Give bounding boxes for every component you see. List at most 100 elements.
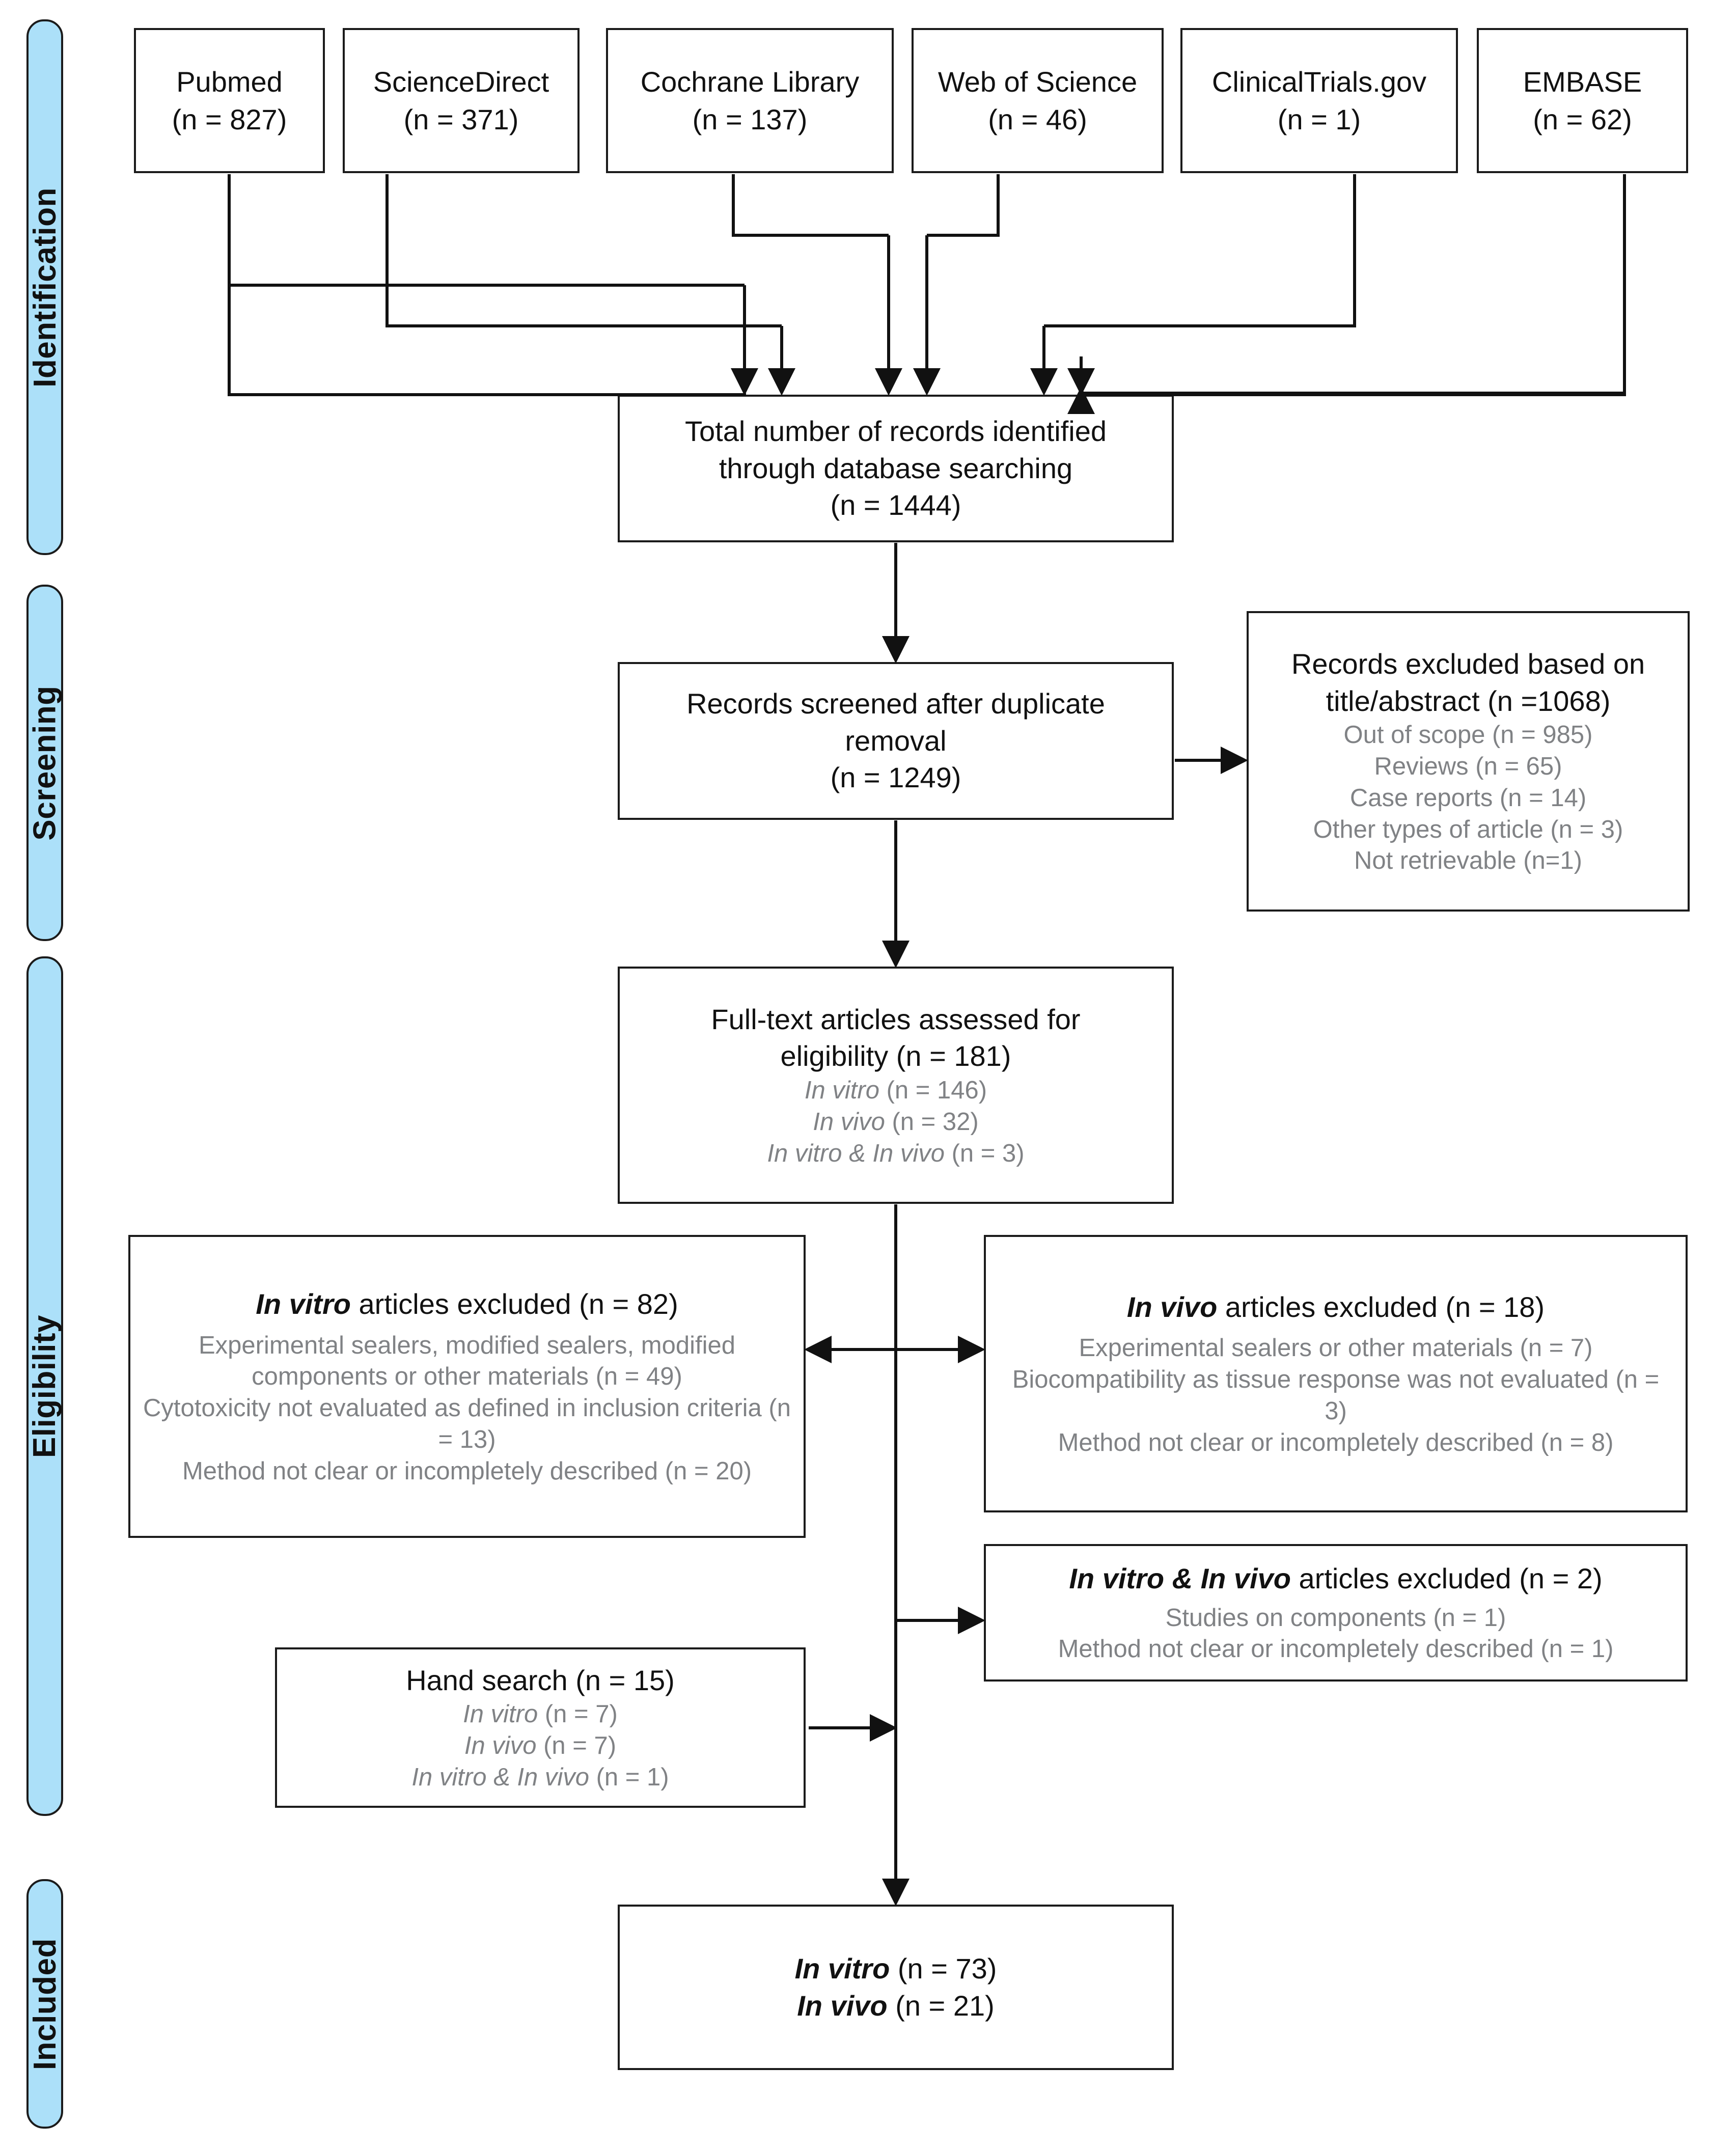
in-vivo-excluded-box: In vivo articles excluded (n = 18) Exper… [984,1235,1688,1512]
source-count: (n = 1) [1277,103,1361,135]
phase-included-label: Included [27,1938,63,2070]
records-identified-count: (n = 1444) [830,489,961,521]
source-name: Pubmed [176,65,283,98]
study-type-label: In vitro & In vivo [767,1139,945,1167]
connector-embase-rail-b [1080,174,1626,395]
in-vivo-excluded-reason: Method not clear or incompletely describ… [1058,1428,1614,1456]
fulltext-breakdown-row: In vitro (n = 146) [805,1075,987,1107]
hand-search-breakdown-row: In vitro & In vivo (n = 1) [411,1762,669,1794]
records-excluded-box: Records excluded based on title/abstract… [1247,611,1690,912]
records-excluded-reason: Out of scope (n = 985) [1343,721,1593,749]
phase-included: Included [26,1879,63,2129]
source-box-pubmed: Pubmed (n = 827) [134,28,325,173]
source-count: (n = 827) [172,103,287,135]
study-type-label: In vivo [797,1989,888,2022]
study-type-label: In vitro [794,1952,890,1985]
records-excluded-reason: Case reports (n = 14) [1349,784,1587,812]
study-type-count: (n = 7) [536,1732,617,1760]
phase-eligibility-label: Eligibility [27,1314,63,1458]
fulltext-heading-line2: eligibility (n = 181) [780,1040,1011,1072]
fulltext-breakdown-row: In vivo (n = 32) [813,1107,978,1138]
source-name: ClinicalTrials.gov [1211,65,1427,98]
records-identified-line2: through database searching [719,452,1073,484]
records-identified-box: Total number of records identified throu… [618,395,1174,542]
in-vitro-excluded-reason: Method not clear or incompletely describ… [182,1457,752,1485]
study-type-count: (n = 1) [589,1763,669,1791]
hand-search-breakdown-row: In vivo (n = 7) [464,1730,616,1762]
source-name: ScienceDirect [373,65,549,98]
study-type-count: articles excluded (n = 82) [350,1287,678,1320]
source-name: Web of Science [938,65,1138,98]
study-type-count: (n = 21) [887,1989,995,2022]
connector-clinicaltrials-rail [1044,174,1356,327]
connector-pubmed-to-identified [228,174,746,396]
fulltext-heading-line1: Full-text articles assessed for [711,1003,1081,1035]
hand-search-breakdown-row: In vitro (n = 7) [463,1699,618,1730]
study-type-label: In vitro [804,1077,879,1105]
phase-screening-label: Screening [27,685,63,841]
in-vivo-excluded-heading: In vivo articles excluded (n = 18) [1127,1289,1545,1326]
in-vitro-and-in-vivo-excluded-reason: Method not clear or incompletely describ… [1058,1635,1614,1663]
records-screened-box: Records screened after duplicate removal… [618,662,1174,820]
source-count: (n = 46) [988,103,1087,135]
source-box-cochrane-library: Cochrane Library (n = 137) [606,28,894,173]
in-vitro-excluded-reason: Cytotoxicity not evaluated as defined in… [143,1394,791,1453]
hand-search-box: Hand search (n = 15) In vitro (n = 7) In… [275,1647,806,1808]
study-type-label: In vivo [813,1108,885,1136]
in-vitro-and-in-vivo-excluded-reason: Studies on components (n = 1) [1165,1604,1506,1632]
study-type-count: (n = 7) [538,1700,618,1728]
included-row: In vivo (n = 21) [797,1988,995,2025]
records-screened-line1: Records screened after duplicate [686,687,1105,720]
in-vitro-excluded-reason: Experimental sealers, modified sealers, … [199,1331,735,1391]
study-type-count: articles excluded (n = 2) [1291,1562,1603,1594]
study-type-count: articles excluded (n = 18) [1217,1290,1545,1323]
fulltext-breakdown-row: In vitro & In vivo (n = 3) [767,1138,1024,1170]
study-type-label: In vitro & In vivo [1069,1562,1291,1594]
records-excluded-reason: Not retrievable (n=1) [1354,847,1582,875]
phase-eligibility: Eligibility [26,956,63,1816]
records-excluded-heading-line2: title/abstract (n =1068) [1326,684,1611,717]
connector-sciencedirect-rail [385,174,782,327]
in-vivo-excluded-reason: Biocompatibility as tissue response was … [1012,1366,1660,1425]
phase-identification: Identification [26,19,63,555]
connector-cochrane-rail [732,174,889,237]
source-count: (n = 137) [692,103,808,135]
included-row: In vitro (n = 73) [795,1950,997,1988]
source-name: Cochrane Library [640,65,860,98]
phase-screening: Screening [26,585,63,941]
records-identified-line1: Total number of records identified [685,415,1107,447]
in-vivo-excluded-reason: Experimental sealers or other materials … [1079,1334,1593,1362]
source-box-web-of-science: Web of Science (n = 46) [912,28,1164,173]
study-type-label: In vitro [256,1287,351,1320]
source-box-clinicaltrials-gov: ClinicalTrials.gov (n = 1) [1180,28,1458,173]
study-type-count: (n = 32) [885,1108,979,1136]
connector-embase-rail [1081,174,1626,396]
in-vitro-and-in-vivo-excluded-heading: In vitro & In vivo articles excluded (n … [1069,1560,1602,1597]
records-screened-line2: removal [845,724,947,757]
records-excluded-reason: Other types of article (n = 3) [1313,815,1623,843]
connector-pubmed-rail [228,174,745,287]
study-type-count: (n = 73) [890,1952,997,1985]
fulltext-assessed-box: Full-text articles assessed for eligibil… [618,967,1174,1204]
study-type-count: (n = 3) [944,1139,1025,1167]
study-type-label: In vitro & In vivo [411,1763,589,1791]
records-excluded-reason: Reviews (n = 65) [1374,753,1562,781]
study-type-count: (n = 146) [879,1077,987,1105]
in-vitro-and-in-vivo-excluded-box: In vitro & In vivo articles excluded (n … [984,1544,1688,1682]
phase-identification-label: Identification [27,187,63,388]
hand-search-heading: Hand search (n = 15) [406,1664,675,1696]
source-box-embase: EMBASE (n = 62) [1477,28,1688,173]
source-name: EMBASE [1523,65,1642,98]
in-vitro-excluded-box: In vitro articles excluded (n = 82) Expe… [128,1235,806,1538]
connector-web-of-science-rail [927,174,1000,237]
study-type-label: In vitro [463,1700,538,1728]
source-count: (n = 62) [1533,103,1632,135]
records-excluded-heading-line1: Records excluded based on [1291,647,1645,680]
study-type-label: In vivo [464,1732,537,1760]
source-box-sciencedirect: ScienceDirect (n = 371) [343,28,580,173]
records-screened-count: (n = 1249) [830,761,961,794]
included-studies-box: In vitro (n = 73) In vivo (n = 21) [618,1905,1174,2070]
study-type-label: In vivo [1126,1290,1218,1323]
in-vitro-excluded-heading: In vitro articles excluded (n = 82) [256,1286,678,1323]
